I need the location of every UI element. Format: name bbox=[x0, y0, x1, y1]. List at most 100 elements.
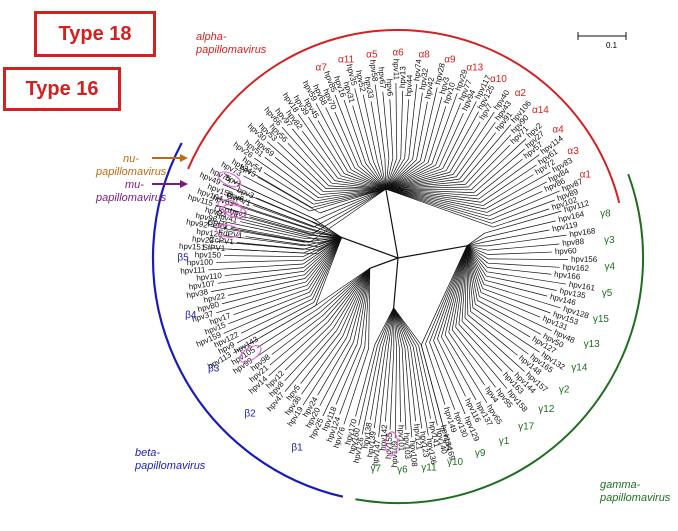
genus-alpha-label: alpha- papillomavirus bbox=[195, 31, 267, 56]
branch bbox=[353, 268, 371, 343]
gamma-clade-label: γ8 bbox=[600, 209, 611, 220]
branch bbox=[355, 344, 376, 417]
genus-beta-line1: beta- bbox=[135, 447, 160, 459]
branch bbox=[369, 161, 387, 190]
branch bbox=[466, 241, 487, 247]
branch bbox=[319, 341, 354, 406]
branch bbox=[466, 237, 486, 247]
gamma-clade-label: γ17 bbox=[518, 422, 535, 433]
branch bbox=[370, 101, 382, 160]
hub-branch bbox=[341, 236, 399, 259]
branch bbox=[487, 267, 552, 275]
branch bbox=[487, 251, 552, 255]
beta-clade-label: β5 bbox=[177, 253, 189, 264]
leaf-label: hpv4 bbox=[483, 385, 501, 405]
alpha-clade-label: α2 bbox=[515, 88, 527, 99]
branch bbox=[477, 300, 542, 335]
clade-arcs bbox=[151, 29, 644, 504]
branch bbox=[343, 99, 367, 164]
branch bbox=[456, 122, 496, 177]
branch bbox=[487, 243, 560, 251]
branch bbox=[444, 334, 488, 404]
branch bbox=[385, 172, 450, 190]
branch bbox=[393, 307, 406, 348]
branch bbox=[466, 245, 489, 255]
genus-nu-line2: papillomavirus bbox=[95, 166, 167, 178]
branch bbox=[466, 245, 480, 297]
branch bbox=[373, 347, 386, 429]
branch bbox=[335, 345, 362, 405]
branch bbox=[339, 268, 371, 334]
branch bbox=[222, 184, 311, 222]
branch bbox=[217, 270, 304, 284]
branch bbox=[215, 204, 307, 232]
branch bbox=[315, 237, 342, 306]
leaf-label: CPV1 bbox=[207, 218, 230, 231]
branch bbox=[480, 292, 541, 318]
branch bbox=[327, 268, 371, 323]
hub-branch bbox=[393, 257, 399, 308]
branch bbox=[416, 101, 428, 160]
branch bbox=[310, 237, 342, 296]
gamma-clade-label: γ7 bbox=[371, 463, 382, 474]
alpha-clade-label: α1 bbox=[580, 169, 592, 180]
scale-bar-label: 0.1 bbox=[606, 41, 618, 50]
branch bbox=[395, 83, 398, 159]
branch bbox=[420, 87, 438, 161]
branch bbox=[487, 234, 567, 247]
branch bbox=[425, 343, 446, 405]
branch bbox=[490, 190, 560, 220]
branch bbox=[466, 245, 486, 281]
branch bbox=[435, 103, 461, 166]
leaf-label: hpv33 bbox=[363, 76, 376, 100]
branch bbox=[334, 180, 386, 190]
branch bbox=[291, 128, 335, 181]
branch bbox=[466, 245, 488, 268]
leaf-label: hpv162 bbox=[562, 263, 589, 274]
branch bbox=[210, 225, 305, 243]
branch bbox=[240, 298, 313, 334]
gamma-clade-label: γ4 bbox=[605, 262, 616, 273]
branch bbox=[427, 106, 447, 163]
branch bbox=[408, 83, 418, 159]
branch bbox=[467, 314, 518, 356]
unclassified-outline bbox=[217, 171, 242, 188]
leaf-label: hpv151 bbox=[179, 242, 206, 252]
branch bbox=[451, 329, 496, 388]
genus-mu-line1: mu- bbox=[125, 179, 144, 191]
branch bbox=[301, 335, 344, 395]
branch bbox=[253, 173, 312, 208]
branch bbox=[256, 197, 325, 228]
alpha-clade-label: α7 bbox=[316, 63, 328, 74]
branch bbox=[362, 94, 378, 161]
branch bbox=[319, 267, 371, 313]
branch bbox=[322, 268, 371, 316]
branch bbox=[257, 176, 321, 214]
branch bbox=[468, 144, 511, 188]
branch bbox=[310, 188, 387, 236]
leaf-label: hpv32 bbox=[418, 67, 430, 90]
branch bbox=[372, 160, 387, 190]
gamma-clade-label: γ10 bbox=[447, 457, 464, 468]
branch bbox=[451, 245, 468, 330]
branch bbox=[331, 182, 386, 190]
branch bbox=[384, 158, 387, 190]
branch bbox=[466, 245, 487, 277]
branch bbox=[303, 237, 342, 272]
branch bbox=[433, 245, 468, 341]
hub-branch bbox=[397, 245, 468, 259]
branch bbox=[466, 245, 489, 264]
branch bbox=[301, 130, 339, 179]
branch bbox=[473, 148, 525, 194]
branch bbox=[340, 175, 386, 190]
beta-clade-label: β3 bbox=[208, 363, 220, 374]
branch bbox=[268, 321, 329, 377]
branch bbox=[374, 84, 386, 159]
genus-nu-label: nu- papillomavirus bbox=[95, 153, 167, 178]
branch bbox=[281, 126, 332, 184]
branch bbox=[404, 99, 410, 159]
branch bbox=[466, 245, 474, 308]
branch bbox=[337, 177, 386, 190]
branch bbox=[306, 237, 342, 286]
